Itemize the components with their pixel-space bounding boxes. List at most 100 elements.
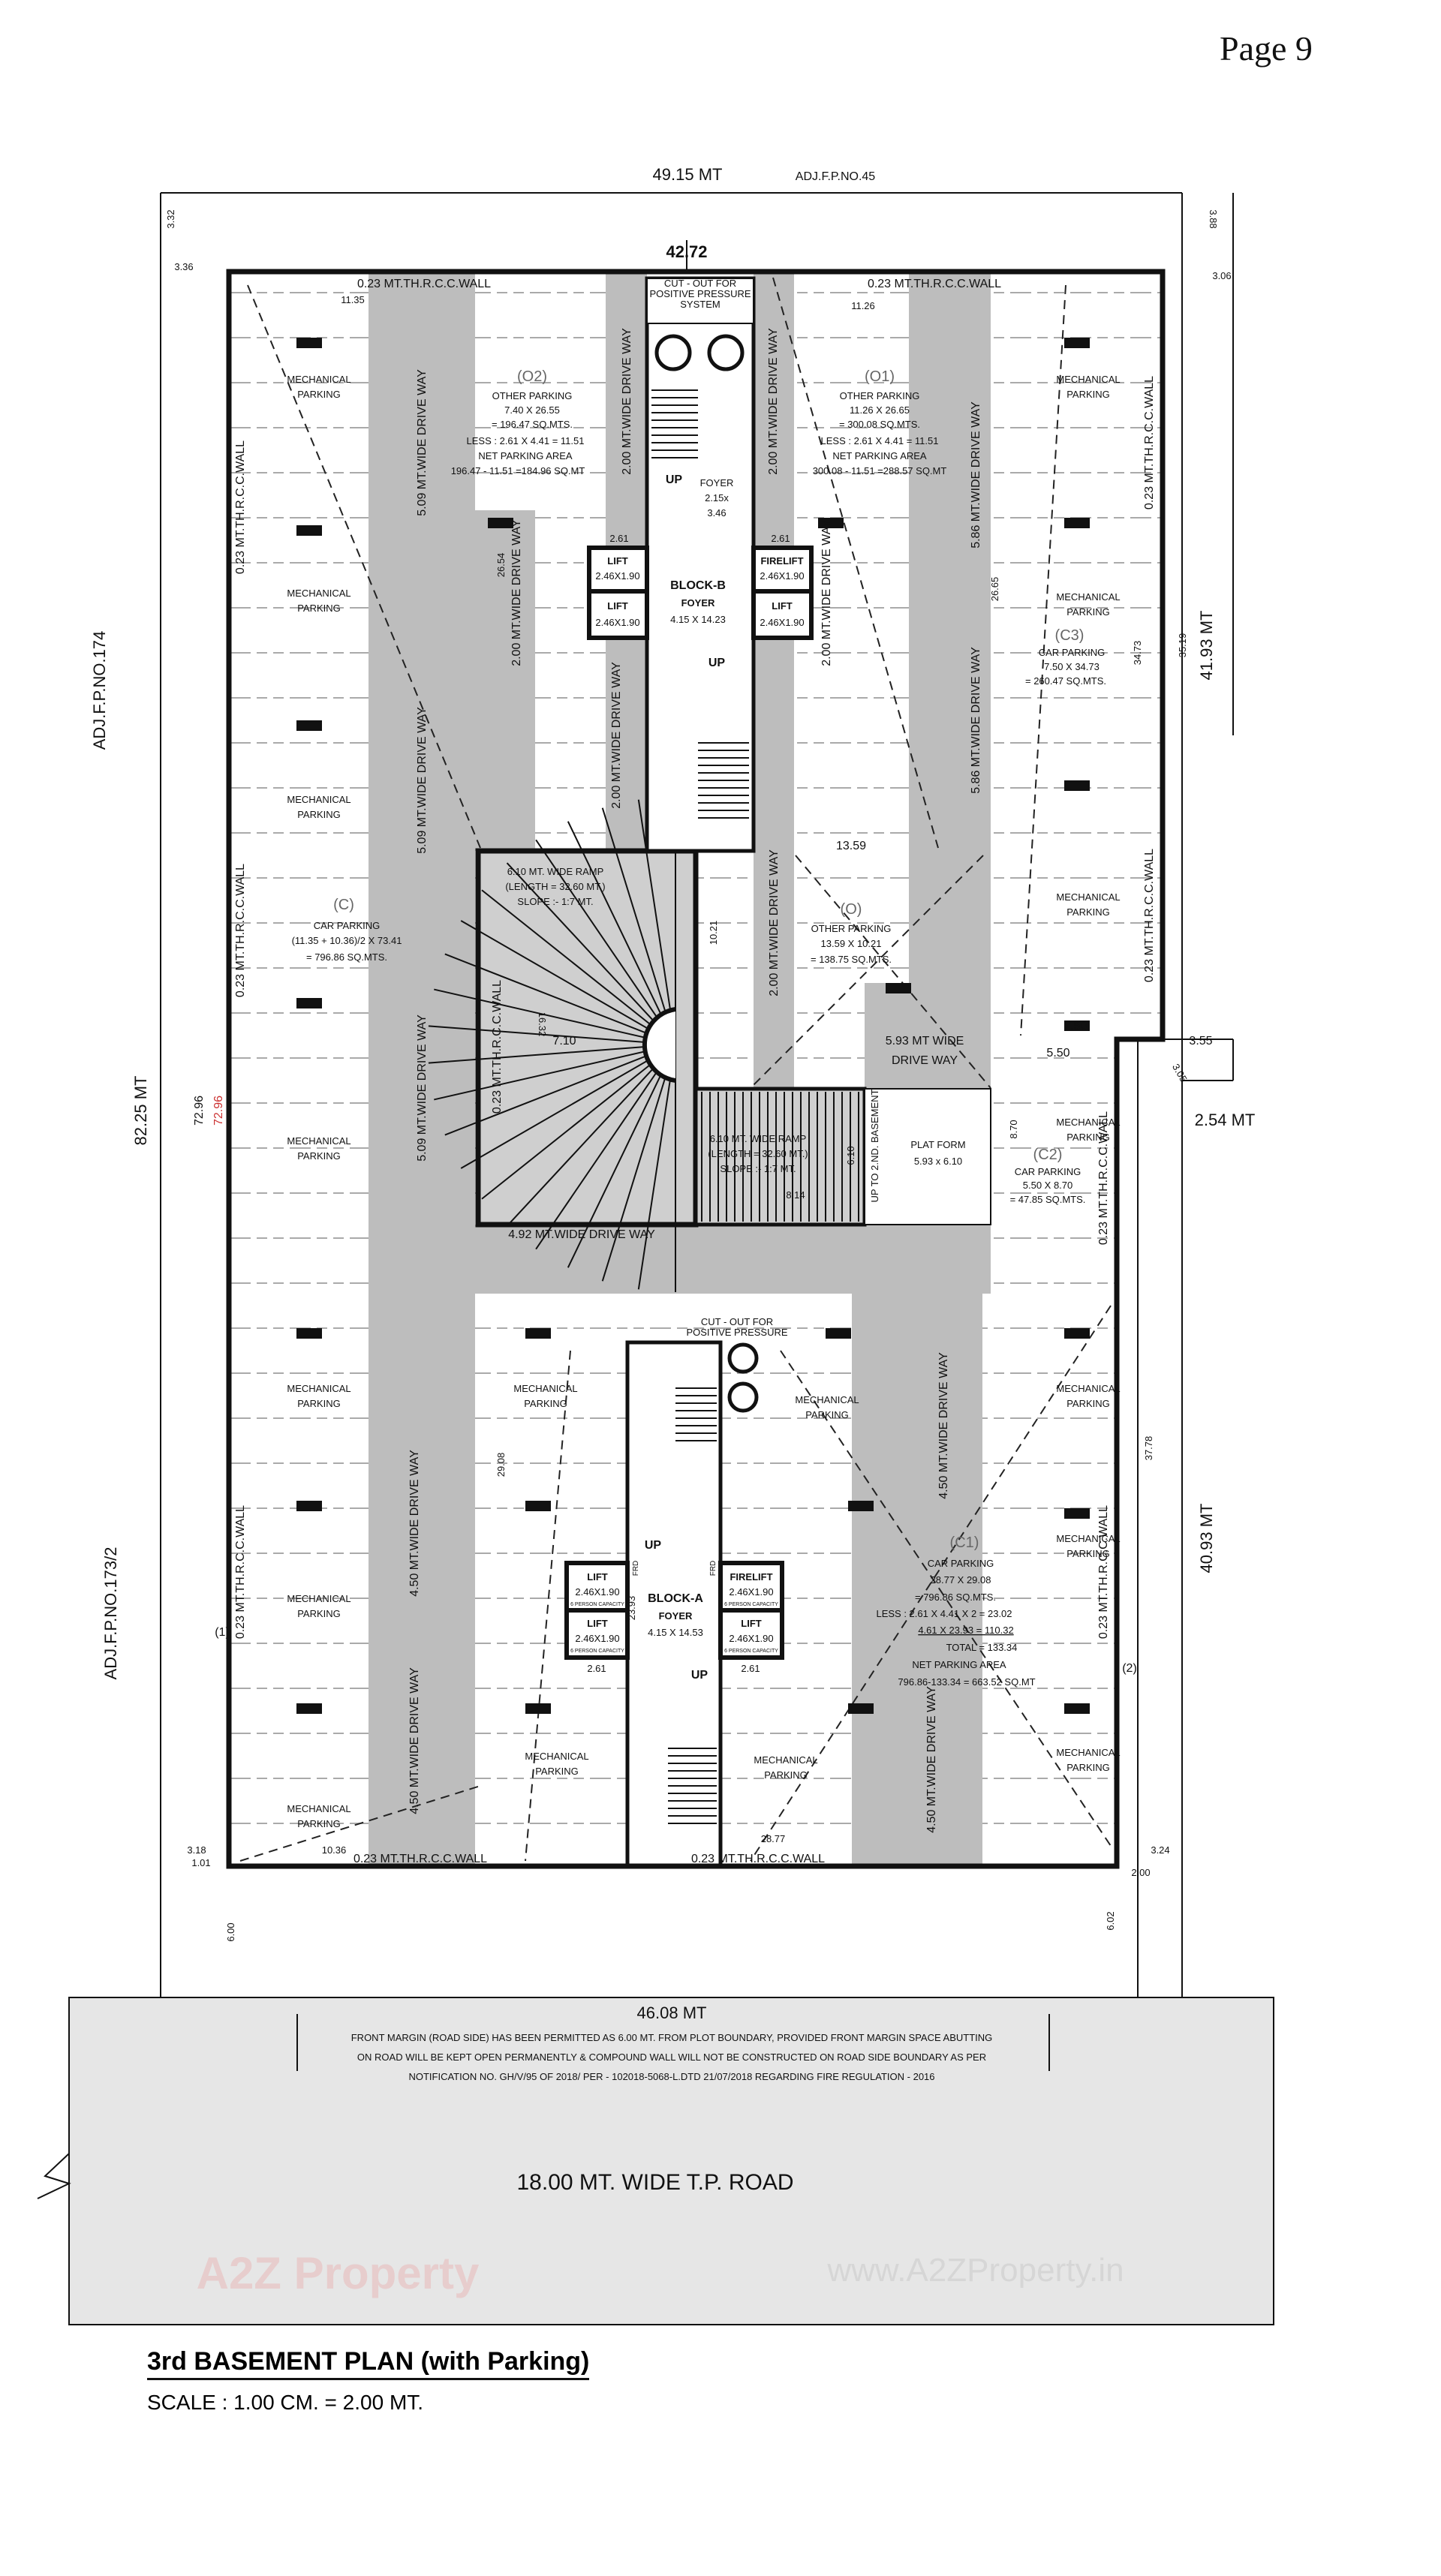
- area-line: 7.50 X 34.73: [1044, 661, 1100, 672]
- drive-way-label: 5.09 MT.WIDE DRIVE WAY: [416, 707, 429, 854]
- mechanical-parking-label: MECHANICAL: [1056, 591, 1120, 603]
- block-name: BLOCK-A: [648, 1592, 703, 1605]
- cutout-label: SYSTEM: [680, 299, 720, 310]
- dim: 3.18: [187, 1844, 206, 1856]
- mechanical-parking-label: MECHANICAL: [513, 1383, 577, 1394]
- drive-way-492: [475, 1225, 991, 1294]
- dim: 3.24: [1151, 1844, 1169, 1856]
- area-line: NET PARKING AREA: [832, 450, 927, 461]
- lift-size: 2.46X1.90: [595, 617, 639, 628]
- wall-label: 0.23 MT.TH.R.C.C.WALL: [1097, 1505, 1110, 1639]
- mechanical-parking-label: PARKING: [524, 1398, 567, 1409]
- adj-north: ADJ.F.P.NO.45: [796, 170, 876, 183]
- area-line: 5.50 X 8.70: [1023, 1180, 1073, 1191]
- column-marker: [1064, 1508, 1090, 1519]
- ramp-ray: [428, 1044, 676, 1064]
- column-marker: [1064, 518, 1090, 528]
- area-line: 196.47 - 11.51 =184.96 SQ.MT: [451, 465, 585, 476]
- dim: 6.02: [1105, 1911, 1116, 1930]
- ramp-ray: [506, 1044, 676, 1227]
- lift-label: LIFT: [741, 1618, 761, 1629]
- dim: 26.54: [495, 553, 507, 578]
- drive-way-label: 2.00 MT.WIDE DRIVE WAY: [767, 328, 780, 475]
- area-line: 28.77 X 29.08: [931, 1574, 991, 1586]
- ramp: [428, 797, 991, 1292]
- foyer-size: 4.15 X 14.53: [648, 1627, 703, 1638]
- mechanical-parking-label: PARKING: [1066, 1132, 1110, 1143]
- area-line: LESS : 2.61 X 4.41 X 2 = 23.02: [876, 1608, 1012, 1619]
- drive-way-label: 2.00 MT.WIDE DRIVE WAY: [768, 849, 781, 996]
- cutout-label: CUT - OUT FOR: [701, 1316, 773, 1327]
- area-tag: (C1): [950, 1534, 979, 1551]
- area-line: TOTAL = 133.34: [946, 1642, 1018, 1653]
- dim: 2.54 MT: [1195, 1111, 1256, 1129]
- area-line: CAR PARKING: [314, 920, 381, 931]
- mechanical-parking-label: MECHANICAL: [287, 1135, 350, 1147]
- drive-way-label: 2.00 MT.WIDE DRIVE WAY: [621, 328, 633, 475]
- foyer-label: FOYER: [681, 597, 715, 609]
- break-line-icon: [37, 2153, 71, 2199]
- dim: 3.32: [165, 209, 176, 228]
- area-line: = 260.47 SQ.MTS.: [1025, 675, 1106, 687]
- ramp-label: 6.10 MT. WIDE RAMP: [507, 866, 604, 877]
- capacity-label: 6 PERSON CAPACITY: [724, 1602, 778, 1607]
- dim: 1.01: [191, 1857, 210, 1868]
- wall-label: 0.23 MT.TH.R.C.C.WALL: [691, 1853, 825, 1865]
- ramp-ray: [637, 1044, 676, 1290]
- cutout-label: CUT - OUT FOR: [664, 278, 736, 289]
- dim: 10.36: [322, 1844, 347, 1856]
- column-marker: [296, 720, 322, 731]
- drive-way-label: DRIVE WAY: [892, 1054, 958, 1067]
- wall-label: 0.23 MT.TH.R.C.C.WALL: [1143, 376, 1156, 509]
- area-line: 13.59 X 10.21: [821, 938, 882, 949]
- column-marker: [826, 1328, 851, 1339]
- ramp-ray: [535, 839, 676, 1045]
- mechanical-parking-label: MECHANICAL: [1056, 1747, 1120, 1758]
- adj-west-upper: ADJ.F.P.NO.174: [90, 631, 109, 750]
- column-marker: [296, 1328, 322, 1339]
- road-text: 46.08 MT FRONT MARGIN (ROAD SIDE) HAS BE…: [351, 2003, 993, 2195]
- ramp-ray: [428, 1025, 676, 1045]
- column-marker: [296, 1501, 322, 1511]
- wall-label: 0.23 MT.TH.R.C.C.WALL: [234, 440, 247, 574]
- lift-box: [564, 1561, 630, 1613]
- dim: 3.36: [174, 261, 193, 272]
- dim: 35.19: [1177, 633, 1188, 658]
- block-name: BLOCK-B: [670, 579, 726, 592]
- wall-label: 0.23 MT.TH.R.C.C.WALL: [868, 278, 1001, 290]
- dim: 2.00: [1131, 1867, 1150, 1878]
- wall-label: 0.23 MT.TH.R.C.C.WALL: [1143, 849, 1156, 982]
- dim: 8.70: [1008, 1120, 1019, 1138]
- foyer-label: FOYER: [659, 1610, 693, 1622]
- area-line: LESS : 2.61 X 4.41 = 11.51: [821, 435, 939, 446]
- cutout-label: POSITIVE PRESSURE: [686, 1327, 787, 1338]
- block-a-text: CUT - OUT FOR POSITIVE PRESSURE UP UP BL…: [570, 1316, 788, 1682]
- lift-label: LIFT: [607, 600, 627, 612]
- area-line: OTHER PARKING: [840, 390, 920, 401]
- area-tag: (C2): [1033, 1147, 1063, 1163]
- dim: 7.50: [1063, 1020, 1087, 1033]
- block-a-core: [564, 1340, 784, 1868]
- block-b-text: CUT - OUT FOR POSITIVE PRESSURE SYSTEM F…: [595, 278, 804, 669]
- mechanical-parking-label: PARKING: [1066, 906, 1110, 918]
- platform-label: PLAT FORM: [910, 1139, 965, 1150]
- up-label: UP: [666, 473, 683, 486]
- ramp-ray: [460, 920, 676, 1045]
- area-line: CAR PARKING: [1039, 647, 1106, 658]
- mechanical-parking-label: PARKING: [1066, 606, 1110, 618]
- mechanical-parking-label: PARKING: [297, 809, 341, 820]
- column-marker: [1064, 338, 1090, 348]
- foyer-label: 2.15x: [705, 492, 729, 503]
- dim: 10.21: [708, 921, 719, 945]
- lift-box: [564, 1608, 630, 1660]
- lift-box: [751, 589, 814, 640]
- dim: 11.35: [341, 294, 365, 305]
- mechanical-parking-label: PARKING: [764, 1769, 808, 1781]
- mechanical-parking-label: MECHANICAL: [287, 374, 350, 385]
- column-marker: [525, 1501, 551, 1511]
- left-inner-red: 72.96: [212, 1096, 225, 1126]
- mechanical-parking-label: MECHANICAL: [754, 1754, 817, 1766]
- dim: 26.65: [989, 577, 1000, 602]
- ramp-ray: [567, 821, 676, 1045]
